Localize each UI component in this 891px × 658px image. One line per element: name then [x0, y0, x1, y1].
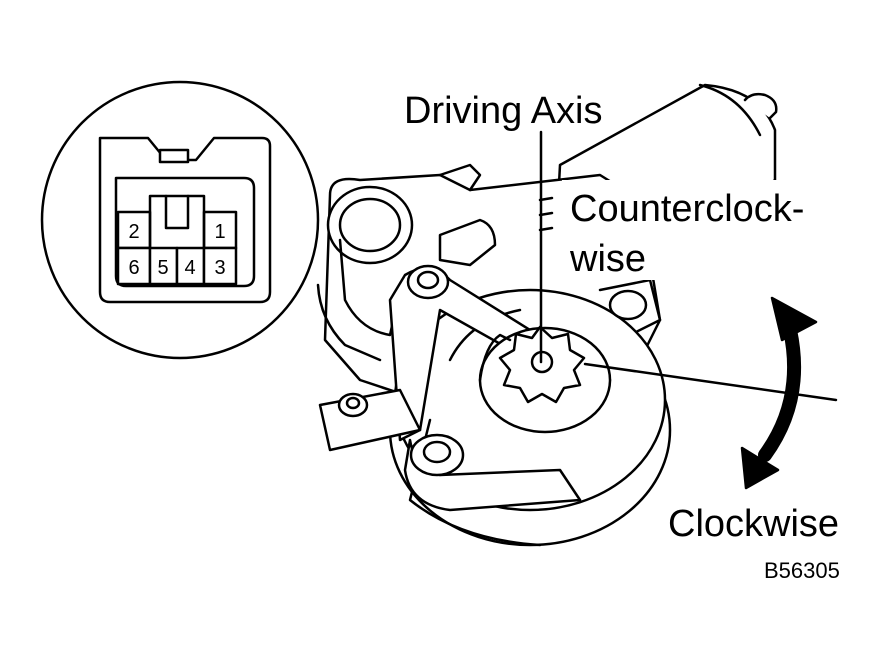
pin-label: 3 — [214, 257, 225, 279]
arrow-head-up — [770, 296, 818, 342]
figure-code-label: B56305 — [764, 558, 840, 583]
pin-cell-6 — [116, 246, 152, 286]
bolt-left — [337, 392, 369, 418]
pin-label: 1 — [214, 221, 225, 243]
counterclockwise-label-line1: Counterclock- — [570, 188, 805, 230]
bolt-lower — [409, 433, 465, 477]
bolt-right — [608, 289, 648, 321]
pin-label: 2 — [128, 221, 139, 243]
pin-label: 4 — [184, 257, 195, 279]
pin-cell-4 — [175, 246, 206, 286]
pin-numbers: 2 1 6 5 4 3 — [128, 221, 225, 279]
label-backing — [562, 180, 842, 280]
pin-cell-3 — [202, 246, 238, 286]
rotation-arc — [758, 323, 802, 462]
tube-fitting — [438, 218, 497, 267]
pin-label: 5 — [157, 257, 168, 279]
rotation-arrow — [740, 296, 818, 490]
connector-inset — [40, 80, 320, 360]
driving-axis-label: Driving Axis — [404, 90, 603, 132]
connector-pin-grid — [116, 194, 238, 286]
arrow-head-down — [740, 446, 780, 490]
motor-end-cap — [743, 92, 778, 120]
pin-cell-5 — [148, 246, 179, 286]
connector-latch — [158, 148, 190, 164]
bolt-upper — [406, 264, 450, 300]
clockwise-label: Clockwise — [668, 503, 840, 545]
counterclockwise-label-line2: wise — [570, 238, 647, 280]
pin-label: 6 — [128, 257, 139, 279]
mounting-bracket — [318, 264, 648, 512]
driving-gear-assembly — [478, 325, 612, 434]
